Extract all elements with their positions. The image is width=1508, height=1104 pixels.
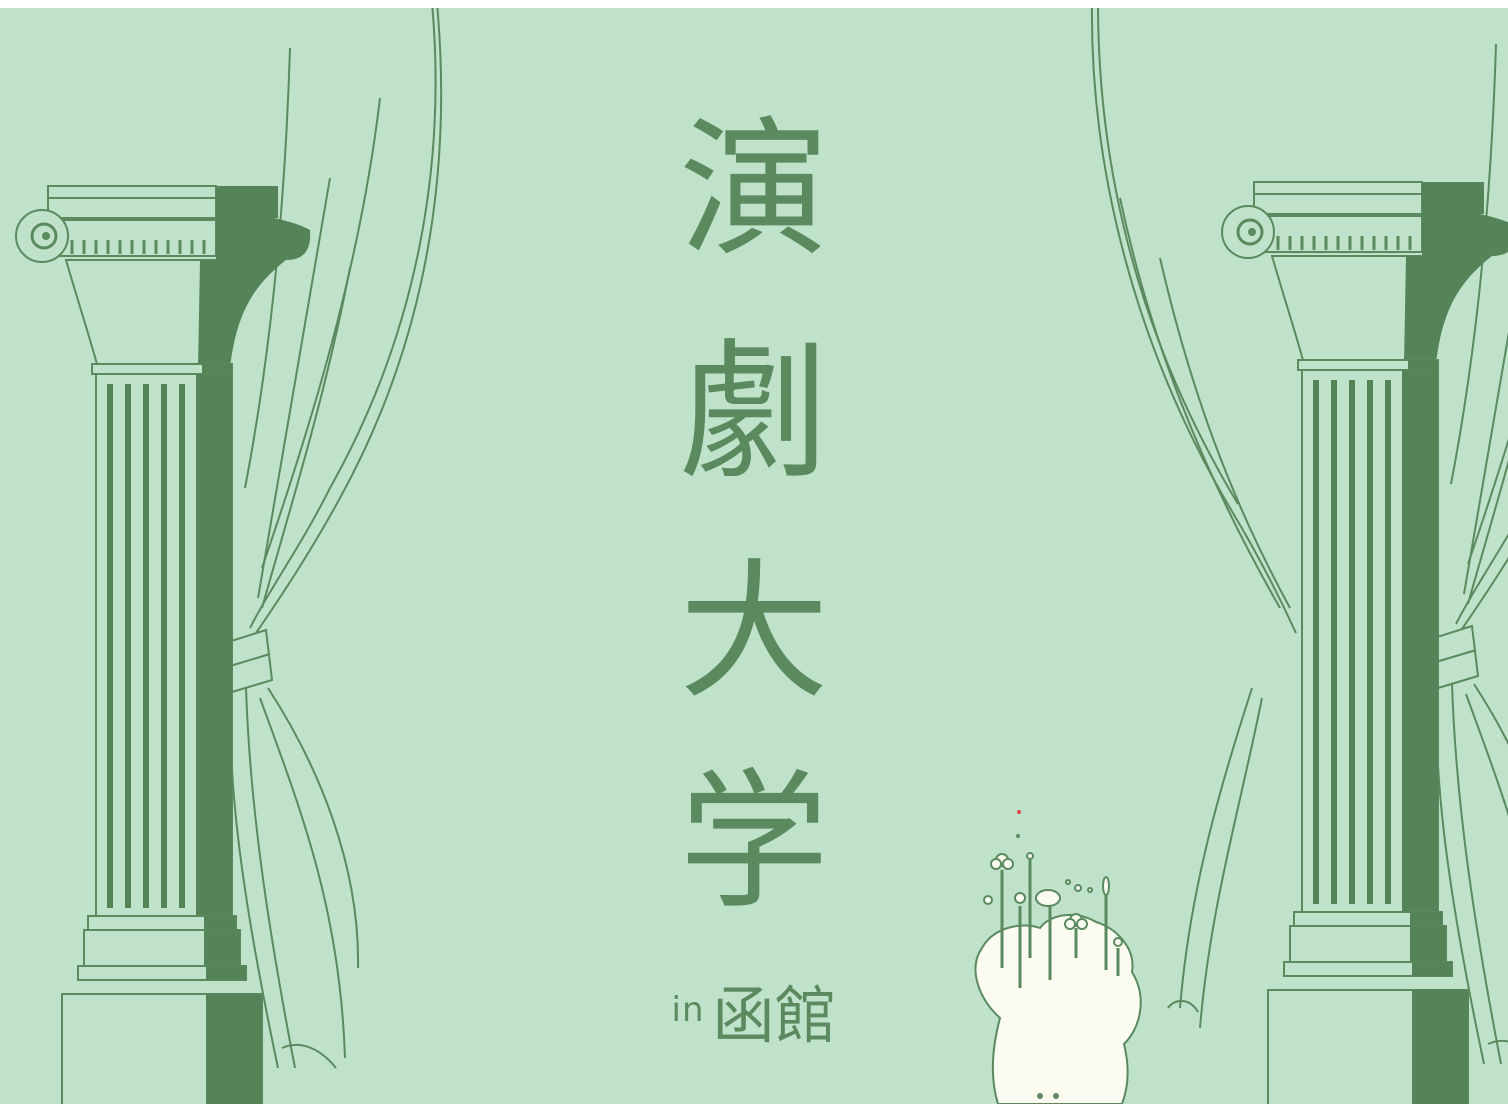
title-char-gaku: 学 bbox=[678, 756, 830, 930]
title-char-geki: 劇 bbox=[678, 326, 830, 500]
mascot-character bbox=[974, 810, 1142, 1104]
left-column-curtain bbox=[16, 8, 441, 1104]
subtitle-place: 函館 bbox=[712, 979, 837, 1052]
right-column-curtain bbox=[1090, 8, 1508, 1104]
title-char-dai: 大 bbox=[678, 546, 830, 720]
subtitle-prefix: in bbox=[671, 990, 705, 1030]
title-char-en: 演 bbox=[678, 104, 830, 278]
decoration-layer bbox=[0, 8, 1508, 1104]
